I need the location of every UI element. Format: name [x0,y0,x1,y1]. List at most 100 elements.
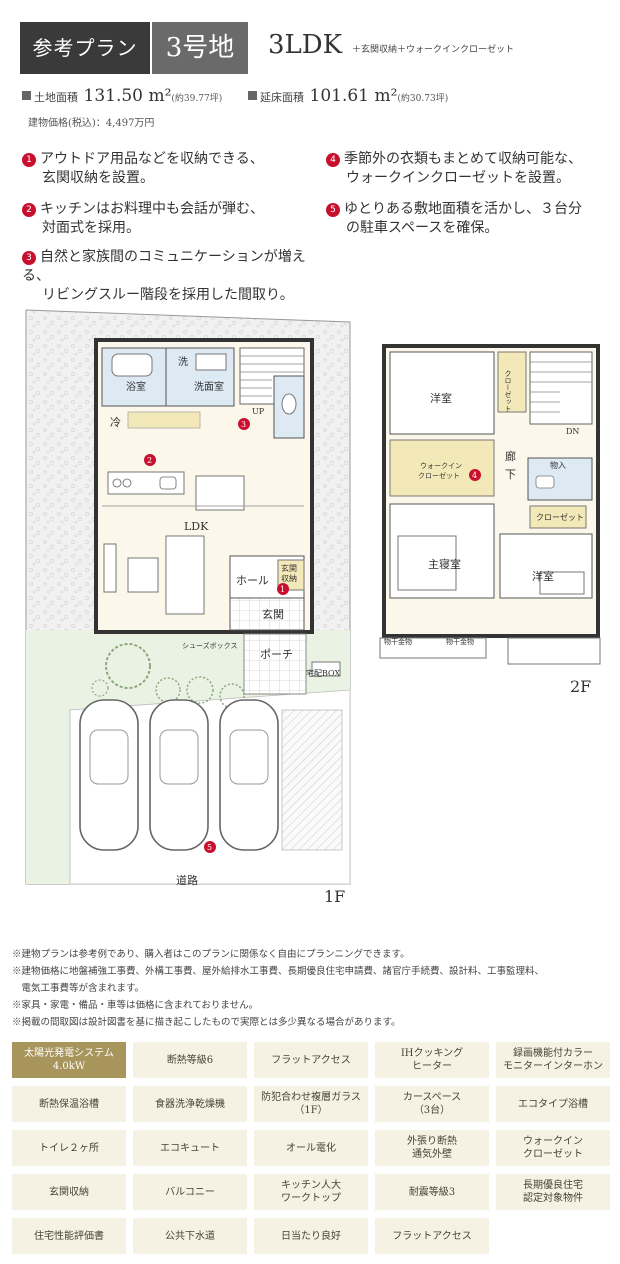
storage-label: 収納 [281,573,297,583]
western-room-label: 洋室 [430,391,452,405]
notes: ※建物プランは参考例であり、購入者はこのプランに関係なく自由にプランニングできま… [12,946,612,1031]
car-icon [149,699,209,851]
amenity-label: 日当たり良好 [281,1230,341,1242]
amenity-chip: エコタイプ浴槽 [496,1086,610,1122]
parking-area [69,689,351,885]
land-area-tsubo: (約39.77坪) [171,94,223,104]
note-line: ※掲載の間取図は設計図書を基に描き起こしたもので実際とは多少異なる場合があります… [12,1017,401,1028]
land-area-label: 土地面積 [34,91,78,104]
land-area-value: 131.50 [83,86,143,106]
marker-2: 2 [144,454,156,466]
land-area: 土地面積 131.50 m²(約39.77坪) [22,86,222,106]
note-line: ※建物プランは参考例であり、購入者はこのプランに関係なく自由にプランニングできま… [12,949,410,960]
note-line: ※建物価格に地盤補強工事費、外構工事費、屋外給排水工事費、長期優良住宅申請費、諸… [12,966,545,977]
land-area-unit: m² [148,86,172,106]
amenity-chip: フラットアクセス [254,1042,368,1078]
fridge-label: 冷 [110,416,121,429]
floor-label-2f: 2F [570,677,591,696]
floor-area-unit: m² [374,86,398,106]
entrance-label: 玄関 [262,607,284,621]
ih-heater-icon [112,478,122,488]
svg-text:3: 3 [241,420,246,429]
feature-text: 玄関収納を設置。 [42,170,154,186]
number-badge-icon: 1 [22,153,36,167]
bed-icon [397,535,457,591]
washroom-label: 洗面室 [194,380,224,393]
amenity-chip: 公共下水道 [133,1218,247,1254]
storage-label: 玄関 [281,563,297,573]
garden-trees [91,643,245,709]
delivery-box [311,661,341,677]
svg-text:1: 1 [280,585,285,594]
amenity-chip: 耐震等級3 [375,1174,489,1210]
lot-number: 3号地 [152,22,248,74]
number-badge-icon: 2 [22,203,36,217]
shoebox-label: シューズボックス [182,641,237,650]
feature-text: キッチンはお料理中も会話が弾む、 [40,201,264,217]
building-price: 建物価格(税込)：4,497万円 [28,118,155,129]
amenity-chip: 外張り断熱 通気外壁 [375,1130,489,1166]
number-badge-icon: 3 [22,251,36,265]
western-room-1 [389,351,495,435]
amenity-chip: ウォークイン クローゼット [496,1130,610,1166]
amenity-chip: 食器洗浄乾燥機 [133,1086,247,1122]
master-bedroom-label: 主寝室 [428,557,461,571]
floor-label-1f: 1F [324,887,345,906]
feature-item: 2 キッチンはお料理中も会話が弾む、 対面式を採用。 [22,200,322,238]
marker-5: 5 [204,841,216,853]
kitchen-sink-icon [159,476,177,490]
amenity-label: カースペース （3台） [402,1092,462,1116]
hall-label: ホール [236,574,269,587]
closet-2 [529,505,587,529]
entrance [229,597,305,631]
amenity-chip: 断熱等級6 [133,1042,247,1078]
kitchen-cabinet [127,411,201,429]
up-label: UP [252,407,265,416]
amenity-chip: 防犯合わせ複層ガラス （1F） [254,1086,368,1122]
amenity-chip: 日当たり良好 [254,1218,368,1254]
tv-board [103,543,117,593]
balcony [379,637,487,659]
amenity-chip: 断熱保温浴槽 [12,1086,126,1122]
amenity-label: ウォークイン クローゼット [523,1136,583,1160]
svg-text:2: 2 [147,456,152,465]
amenity-label: フラットアクセス [271,1054,351,1066]
svg-text:4: 4 [472,471,477,480]
amenity-chip: 録画機能付カラー モニターインターホン [496,1042,610,1078]
amenity-label: 録画機能付カラー モニターインターホン [503,1048,603,1072]
marker-1: 1 [277,583,289,595]
amenity-label: 耐震等級3 [408,1186,456,1198]
plan-tag: 参考プラン [20,22,150,74]
amenity-label: オール電化 [286,1142,336,1154]
amenity-label: 玄関収納 [49,1186,89,1198]
toilet-icon [535,475,555,489]
amenity-chip: 住宅性能評価書 [12,1218,126,1254]
square-bullet-icon [248,91,257,100]
amenity-label: キッチン人大 ワークトップ [281,1180,341,1204]
car-icon [219,699,279,851]
porch [243,633,307,695]
amenity-label: 住宅性能評価書 [34,1230,104,1242]
amenity-label: 公共下水道 [165,1230,215,1242]
closet-label: クローゼット [504,370,512,412]
amenity-label: エコタイプ浴槽 [518,1098,588,1110]
dn-label: DN [566,427,579,436]
amenity-chip: トイレ２ヶ所 [12,1130,126,1166]
amenity-label: トイレ２ヶ所 [39,1142,99,1154]
number-badge-icon: 5 [326,203,340,217]
porch-label: ポーチ [260,648,293,661]
amenity-label: 長期優良住宅 認定対象物件 [523,1180,583,1204]
ldk-label: LDK [184,520,209,533]
bathtub-icon [111,353,153,377]
first-floor-plan: 洗 浴室 洗面室 冷 UP LDK ホール 玄関 収納 玄関 シューズボックス … [25,309,351,906]
amenity-chip: 玄関収納 [12,1174,126,1210]
wic-label: ウォークイン [420,462,462,470]
toilet-icon [281,393,297,415]
walk-in-closet [389,439,495,497]
amenity-label: IHクッキング ヒーター [400,1048,464,1072]
feature-text: リビングスルー階段を採用した間取り。 [42,287,294,303]
feature-text: 対面式を採用。 [42,220,140,236]
number-badge-icon: 4 [326,153,340,167]
